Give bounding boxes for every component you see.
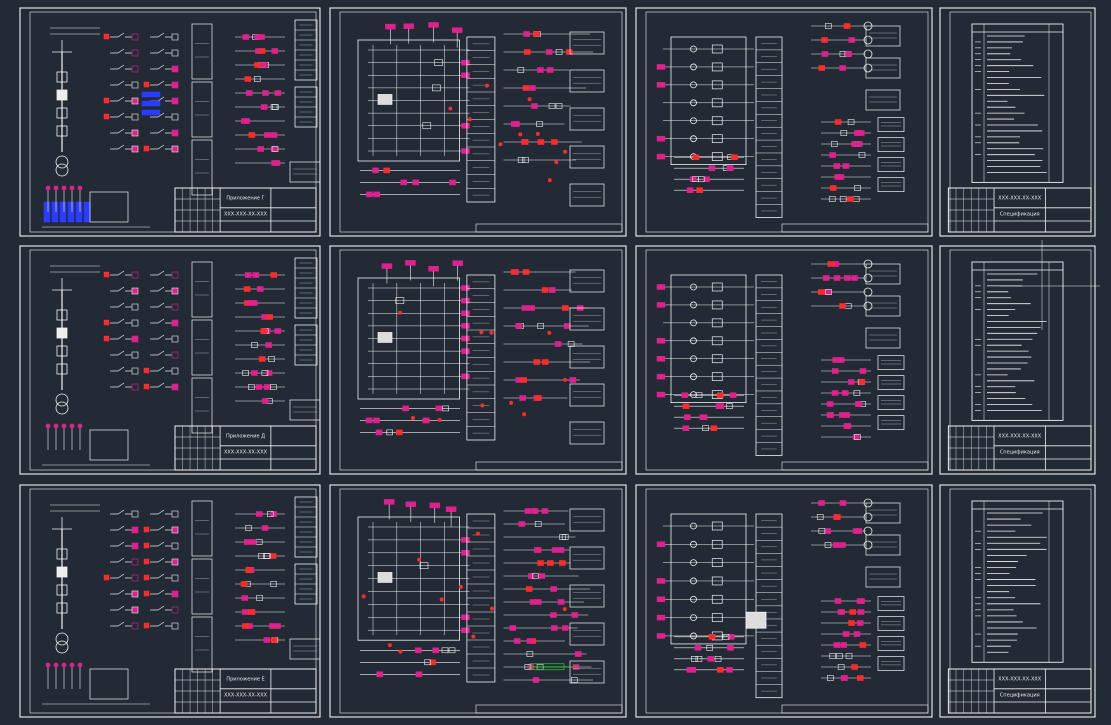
sheet-r1c1[interactable]: Приложение Г ХХХ-ХХХ-ХХ-ХХХ	[19, 7, 321, 237]
sheet-r2c4[interactable]: ХХХ-ХХХ-ХХ-ХХХ Спецификация	[939, 245, 1096, 475]
title-block: ХХХ-ХХХ-ХХ-ХХХ Спецификация	[947, 187, 1092, 233]
title-block: Приложение Г ХХХ-ХХХ-ХХ-ХХХ	[174, 187, 317, 233]
title-block-line2: ХХХ-ХХХ-ХХ-ХХХ	[224, 211, 268, 217]
title-block-line2: Спецификация	[1000, 449, 1040, 455]
title-block-line2: Спецификация	[1000, 692, 1040, 698]
title-block-line1: ХХХ-ХХХ-ХХ-ХХХ	[998, 676, 1042, 682]
title-block-line2: Спецификация	[1000, 211, 1040, 217]
title-block: ХХХ-ХХХ-ХХ-ХХХ Спецификация	[947, 668, 1092, 714]
title-block-line1: Приложение Г	[226, 195, 264, 201]
title-block-line2: ХХХ-ХХХ-ХХ-ХХХ	[224, 449, 268, 455]
sheet-r2c2[interactable]	[329, 245, 627, 475]
sheet-r3c2[interactable]	[329, 484, 627, 718]
title-block: ХХХ-ХХХ-ХХ-ХХХ Спецификация	[947, 425, 1092, 471]
title-block-line2: ХХХ-ХХХ-ХХ-ХХХ	[224, 692, 268, 698]
sheet-r2c3[interactable]	[635, 245, 933, 475]
title-block: Приложение Е ХХХ-ХХХ-ХХ-ХХХ	[174, 668, 317, 714]
sheet-r3c3[interactable]	[635, 484, 933, 718]
sheet-r1c3[interactable]	[635, 7, 933, 237]
sheet-r2c1[interactable]: Приложение Д ХХХ-ХХХ-ХХ-ХХХ	[19, 245, 321, 475]
sheet-r3c4[interactable]: ХХХ-ХХХ-ХХ-ХХХ Спецификация	[939, 484, 1096, 718]
title-block-line1: ХХХ-ХХХ-ХХ-ХХХ	[998, 433, 1042, 439]
sheet-r3c1[interactable]: Приложение Е ХХХ-ХХХ-ХХ-ХХХ	[19, 484, 321, 718]
title-block-line1: Приложение Д	[226, 433, 265, 439]
sheet-r1c2[interactable]	[329, 7, 627, 237]
title-block-line1: Приложение Е	[226, 676, 264, 682]
sheet-r1c4[interactable]: ХХХ-ХХХ-ХХ-ХХХ Спецификация	[939, 7, 1096, 237]
title-block: Приложение Д ХХХ-ХХХ-ХХ-ХХХ	[174, 425, 317, 471]
title-block-line1: ХХХ-ХХХ-ХХ-ХХХ	[998, 195, 1042, 201]
